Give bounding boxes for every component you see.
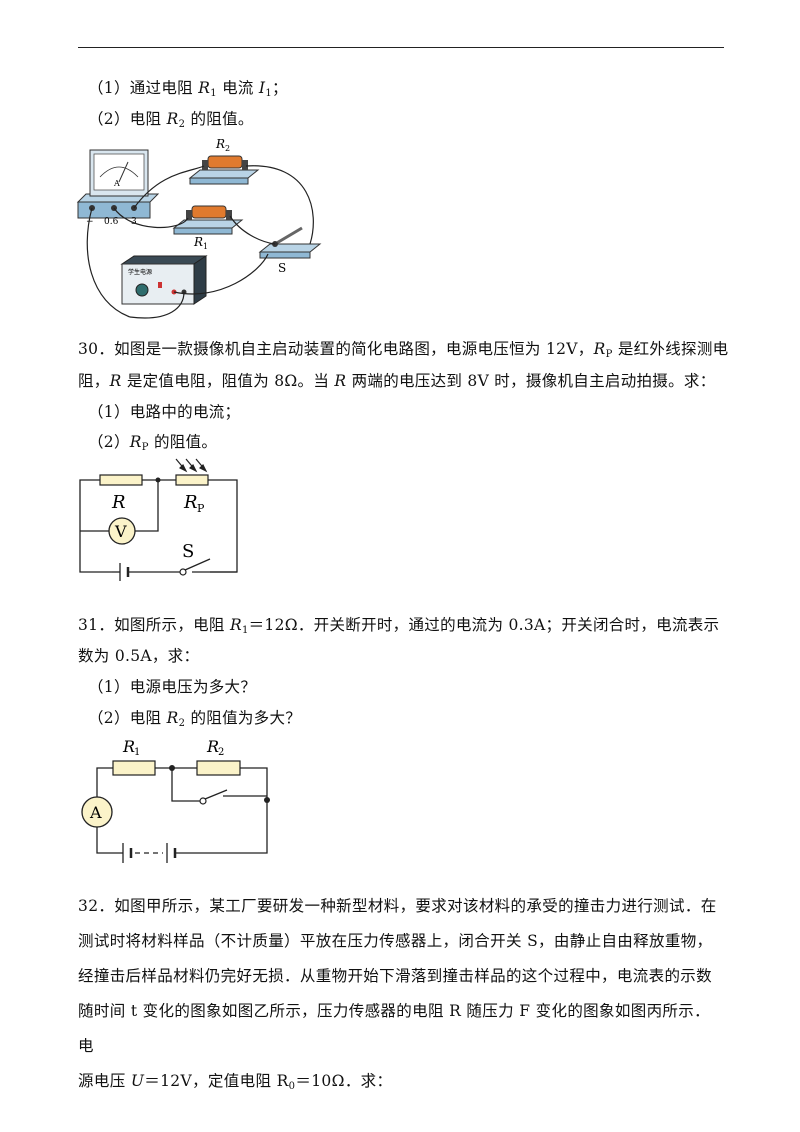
q32-line4: 随时间 t 变化的图象如图乙所示，压力传感器的电阻 R 随压力 F 变化的图象如… bbox=[78, 1002, 710, 1055]
q31-part2: （2）电阻 R2 的阻值为多大？ bbox=[88, 709, 302, 729]
ammeter-device: A − 0.6 3 bbox=[76, 149, 160, 227]
terminal-3-label: 3 bbox=[131, 217, 137, 227]
q30-part2: （2）RP 的阻值。 bbox=[88, 433, 218, 453]
switch-label: S bbox=[278, 261, 286, 275]
svg-text:2: 2 bbox=[218, 747, 224, 758]
switch-s bbox=[179, 568, 187, 576]
voltmeter-label: V bbox=[114, 522, 127, 541]
q29-apparatus-figure: A − 0.6 3 R 2 R 1 S 学生电源 bbox=[76, 137, 322, 319]
r1-label: R bbox=[193, 235, 203, 249]
connecting-wires bbox=[86, 165, 314, 319]
resistor-r bbox=[99, 474, 143, 486]
terminal-minus-label: − bbox=[86, 217, 94, 227]
switch-label: S bbox=[182, 541, 194, 562]
r1-label: R bbox=[122, 737, 135, 756]
q31-circuit-diagram: A R 1 R 2 bbox=[81, 737, 270, 863]
battery-pack bbox=[122, 843, 177, 863]
q31-line2: 数为 0.5A，求： bbox=[78, 647, 200, 665]
q32-line5: 源电压 U＝12V，定值电阻 R0＝10Ω．求： bbox=[78, 1072, 393, 1092]
power-supply-device: 学生电源 bbox=[120, 255, 208, 305]
resistor-r2 bbox=[196, 760, 241, 776]
q30-circuit-diagram: V R R P S bbox=[79, 458, 238, 581]
ammeter-dial-letter: A bbox=[113, 179, 120, 188]
svg-text:1: 1 bbox=[134, 747, 140, 758]
psu-label: 学生电源 bbox=[128, 268, 152, 276]
rp-label: R bbox=[183, 492, 198, 513]
header-rule bbox=[78, 47, 724, 48]
svg-text:2: 2 bbox=[225, 144, 230, 153]
resistor-rp bbox=[175, 474, 209, 486]
q32-line2: 测试时将材料样品（不计质量）平放在压力传感器上，闭合开关 S，由静止自由释放重物… bbox=[78, 932, 713, 950]
q30-line1: 30．如图是一款摄像机自主启动装置的简化电路图，电源电压恒为 12V，RP 是红… bbox=[78, 340, 729, 360]
switch-device: S bbox=[258, 226, 322, 275]
ammeter-label: A bbox=[89, 803, 102, 822]
r2-label: R bbox=[215, 137, 225, 151]
q31-line1: 31．如图所示，电阻 R1＝12Ω．开关断开时，通过的电流为 0.3A；开关闭合… bbox=[78, 616, 720, 636]
resistor-r1-device: R 1 bbox=[172, 205, 244, 251]
q32-line1: 32．如图甲所示，某工厂要研发一种新型材料，要求对该材料的承受的撞击力进行测试．… bbox=[78, 897, 717, 915]
resistor-r2-device: R 2 bbox=[188, 137, 260, 185]
q32-paragraph: 32．如图甲所示，某工厂要研发一种新型材料，要求对该材料的承受的撞击力进行测试．… bbox=[78, 889, 724, 1104]
q29-part2: （2）电阻 R2 的阻值。 bbox=[88, 110, 254, 130]
r-label: R bbox=[111, 492, 126, 513]
q30-line2: 阻，R 是定值电阻，阻值为 8Ω。当 R 两端的电压达到 8V 时，摄像机自主启… bbox=[78, 372, 716, 390]
q31-part1: （1）电源电压为多大？ bbox=[88, 678, 257, 696]
voltmeter bbox=[108, 517, 136, 545]
q32-line3: 经撞击后样品材料仍完好无损．从重物开始下滑落到撞击样品的这个过程中，电流表的示数 bbox=[78, 967, 713, 985]
r2-label: R bbox=[206, 737, 219, 756]
resistor-r1 bbox=[112, 760, 156, 776]
ammeter bbox=[81, 796, 113, 828]
q30-part1: （1）电路中的电流； bbox=[88, 403, 241, 421]
svg-text:P: P bbox=[197, 502, 205, 515]
q29-part1: （1）通过电阻 R1 电流 I1； bbox=[88, 79, 288, 99]
switch bbox=[199, 797, 207, 805]
svg-text:1: 1 bbox=[203, 242, 208, 251]
terminal-06-label: 0.6 bbox=[104, 217, 119, 227]
infrared-arrows-icon bbox=[175, 458, 208, 473]
